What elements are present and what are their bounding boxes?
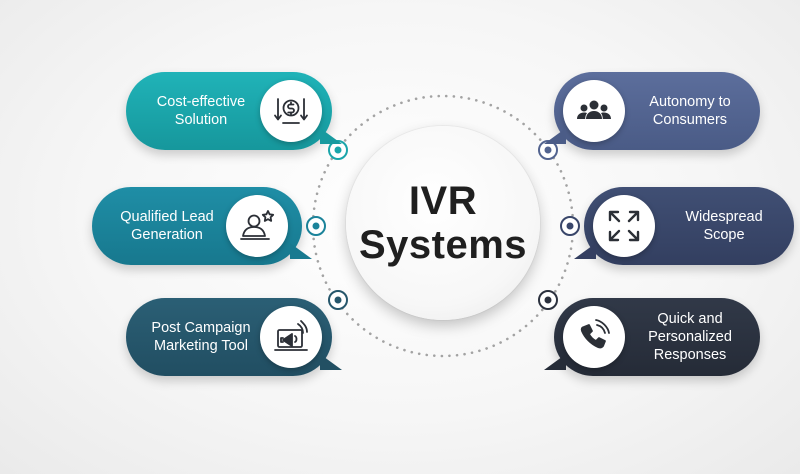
center-hub: IVR Systems: [346, 126, 540, 320]
feature-label-line3: Responses: [653, 347, 727, 363]
megaphone-laptop-icon: [260, 306, 322, 368]
center-title-line2: Systems: [358, 223, 528, 267]
feature-label-line1: Cost-effective: [156, 94, 246, 110]
feature-qualified-lead: Qualified Lead Generation: [92, 187, 312, 265]
connector-node-scope: [560, 216, 580, 236]
phone-call-icon: [563, 306, 625, 368]
feature-label-line2: Solution: [174, 112, 228, 128]
feature-cost-effective: Cost-effective Solution: [126, 72, 342, 150]
lead-person-star-icon: [226, 195, 288, 257]
feature-label-line1: Autonomy to: [649, 94, 731, 110]
connector-node-autonomy: [538, 140, 558, 160]
feature-post-campaign: Post Campaign Marketing Tool: [126, 298, 342, 376]
feature-label-line2: Generation: [131, 227, 203, 243]
feature-label-line2: Consumers: [652, 112, 728, 128]
connector-node-quick: [538, 290, 558, 310]
feature-label-line2: Scope: [703, 227, 745, 243]
connector-node-lead: [306, 216, 326, 236]
center-title-line1: IVR: [408, 179, 478, 223]
feature-widespread-scope: Widespread Scope: [574, 187, 794, 265]
feature-quick-responses: Quick and Personalized Responses: [544, 298, 760, 376]
feature-label-line1: Widespread: [685, 209, 763, 225]
feature-label-line2: Personalized: [648, 329, 732, 345]
expand-arrows-icon: [593, 195, 655, 257]
cost-savings-icon: [260, 80, 322, 142]
feature-autonomy: Autonomy to Consumers: [544, 72, 760, 150]
feature-label-line1: Quick and: [657, 311, 723, 327]
feature-label-line1: Qualified Lead: [120, 209, 214, 225]
feature-label-line1: Post Campaign: [151, 320, 251, 336]
people-group-icon: [563, 80, 625, 142]
connector-node-post: [328, 290, 348, 310]
feature-label-line2: Marketing Tool: [153, 338, 249, 354]
